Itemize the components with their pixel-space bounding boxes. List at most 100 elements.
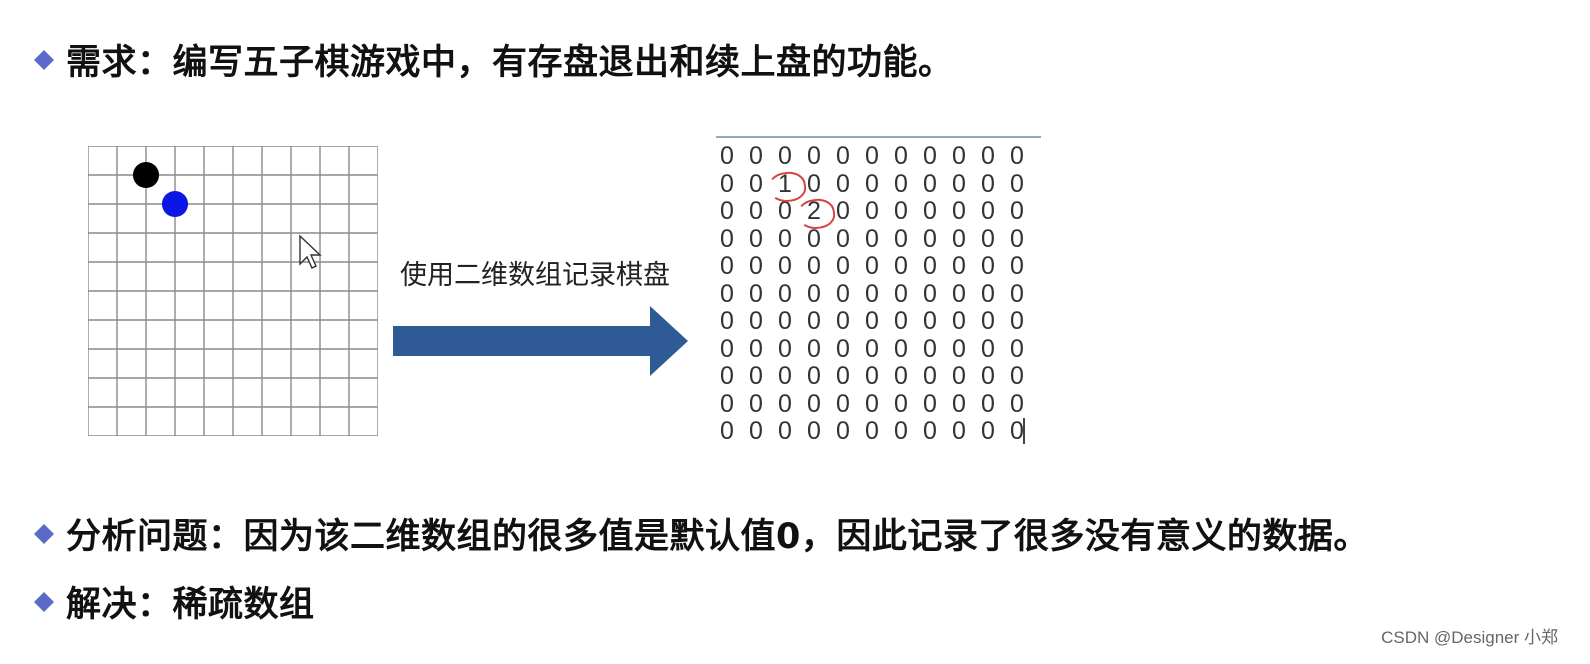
matrix-cell: 0 <box>865 334 879 363</box>
matrix-cell: 0 <box>952 169 966 198</box>
matrix-cell: 0 <box>981 279 995 308</box>
diamond-bullet-icon <box>34 523 54 544</box>
matrix-cell: 0 <box>865 307 879 335</box>
matrix-cell: 0 <box>1010 142 1024 170</box>
matrix-cell: 0 <box>952 224 966 253</box>
matrix-cell: 0 <box>923 389 937 418</box>
matrix-cell: 0 <box>836 417 850 445</box>
matrix-cell: 0 <box>778 197 792 225</box>
matrix-cell-highlighted: 2 <box>807 197 836 226</box>
matrix-cell: 0 <box>749 334 763 363</box>
arrow-label: 使用二维数组记录棋盘 <box>400 260 670 291</box>
text-cursor <box>1023 418 1025 444</box>
matrix-cell: 0 <box>749 389 763 418</box>
matrix-cell-highlighted: 1 <box>778 170 807 199</box>
diamond-bullet-icon <box>34 591 54 612</box>
matrix-cell: 0 <box>836 362 850 390</box>
matrix-cell: 0 <box>720 252 734 280</box>
matrix-cell: 0 <box>778 362 792 390</box>
diamond-bullet-icon <box>34 49 54 70</box>
matrix-cell: 0 <box>749 417 763 445</box>
matrix-cell: 0 <box>981 197 995 225</box>
matrix-cell: 0 <box>836 389 850 418</box>
board-grid <box>88 146 378 436</box>
matrix-cell: 0 <box>865 142 879 170</box>
matrix-cell: 0 <box>836 224 850 253</box>
matrix-cell: 0 <box>894 252 908 280</box>
matrix-cell: 0 <box>894 197 908 225</box>
matrix-cell: 0 <box>778 417 792 445</box>
matrix-cell: 0 <box>1010 252 1024 280</box>
matrix-cell: 0 <box>981 252 995 280</box>
matrix-cell: 0 <box>981 389 995 418</box>
matrix-cell: 0 <box>720 389 734 418</box>
matrix-cell: 0 <box>720 279 734 308</box>
matrix-cell: 0 <box>778 307 792 335</box>
matrix-cell: 0 <box>720 224 734 253</box>
matrix-cell: 0 <box>1010 279 1024 308</box>
matrix-cell: 0 <box>749 224 763 253</box>
matrix-cell: 0 <box>865 417 879 445</box>
matrix-cell: 0 <box>923 417 937 445</box>
matrix-cell: 0 <box>952 389 966 418</box>
matrix-cell: 0 <box>1010 334 1024 363</box>
solution-bullet: 解决：稀疏数组 <box>34 576 315 627</box>
right-arrow-icon <box>393 306 688 376</box>
matrix-cell: 0 <box>952 362 966 390</box>
matrix-cell: 0 <box>720 197 734 225</box>
matrix-cell: 0 <box>981 307 995 335</box>
matrix-cell: 0 <box>952 417 966 445</box>
matrix-cell: 0 <box>836 334 850 363</box>
matrix-cell: 0 <box>720 362 734 390</box>
matrix-cell: 0 <box>720 417 734 445</box>
matrix-cell: 0 <box>923 362 937 390</box>
matrix-cell: 0 <box>894 362 908 390</box>
matrix-cell: 0 <box>981 142 995 170</box>
matrix-cell: 0 <box>749 362 763 390</box>
matrix-cell: 0 <box>720 307 734 335</box>
matrix-cell: 0 <box>836 197 850 225</box>
matrix-cell: 0 <box>865 197 879 225</box>
matrix-cell: 0 <box>894 169 908 198</box>
matrix-cell: 0 <box>807 389 821 418</box>
matrix-cell: 0 <box>865 389 879 418</box>
matrix-cell: 0 <box>749 252 763 280</box>
matrix-cell: 0 <box>778 334 792 363</box>
matrix-cell: 0 <box>894 417 908 445</box>
matrix-cell: 0 <box>865 362 879 390</box>
matrix-cell: 0 <box>807 417 821 445</box>
gomoku-board <box>88 146 378 436</box>
matrix-cell: 0 <box>836 169 850 198</box>
matrix-cell: 0 <box>923 142 937 170</box>
matrix-cell: 0 <box>923 334 937 363</box>
matrix-cell: 0 <box>1010 307 1024 335</box>
matrix-cell: 0 <box>807 362 821 390</box>
matrix-cell: 0 <box>952 252 966 280</box>
matrix-cell: 0 <box>952 197 966 225</box>
matrix-cell: 0 <box>778 252 792 280</box>
requirement-text: 需求：编写五子棋游戏中，有存盘退出和续上盘的功能。 <box>66 43 954 83</box>
matrix-cell: 0 <box>981 362 995 390</box>
matrix-cell: 0 <box>778 142 792 170</box>
matrix-cell: 0 <box>720 169 734 198</box>
matrix-cell: 0 <box>1010 224 1024 253</box>
matrix-cell: 0 <box>865 169 879 198</box>
matrix-cell: 0 <box>1010 362 1024 390</box>
matrix-cell: 0 <box>1010 389 1024 418</box>
matrix-cell: 0 <box>952 279 966 308</box>
matrix-cell: 0 <box>749 197 763 225</box>
matrix-cell: 0 <box>952 142 966 170</box>
matrix-cell: 0 <box>836 142 850 170</box>
matrix-cell: 0 <box>865 252 879 280</box>
matrix-cell: 0 <box>807 224 821 253</box>
matrix-cell: 0 <box>720 142 734 170</box>
matrix-cell: 0 <box>923 279 937 308</box>
matrix-cell: 0 <box>778 389 792 418</box>
matrix-cell: 0 <box>894 279 908 308</box>
matrix-cell: 0 <box>749 169 763 198</box>
